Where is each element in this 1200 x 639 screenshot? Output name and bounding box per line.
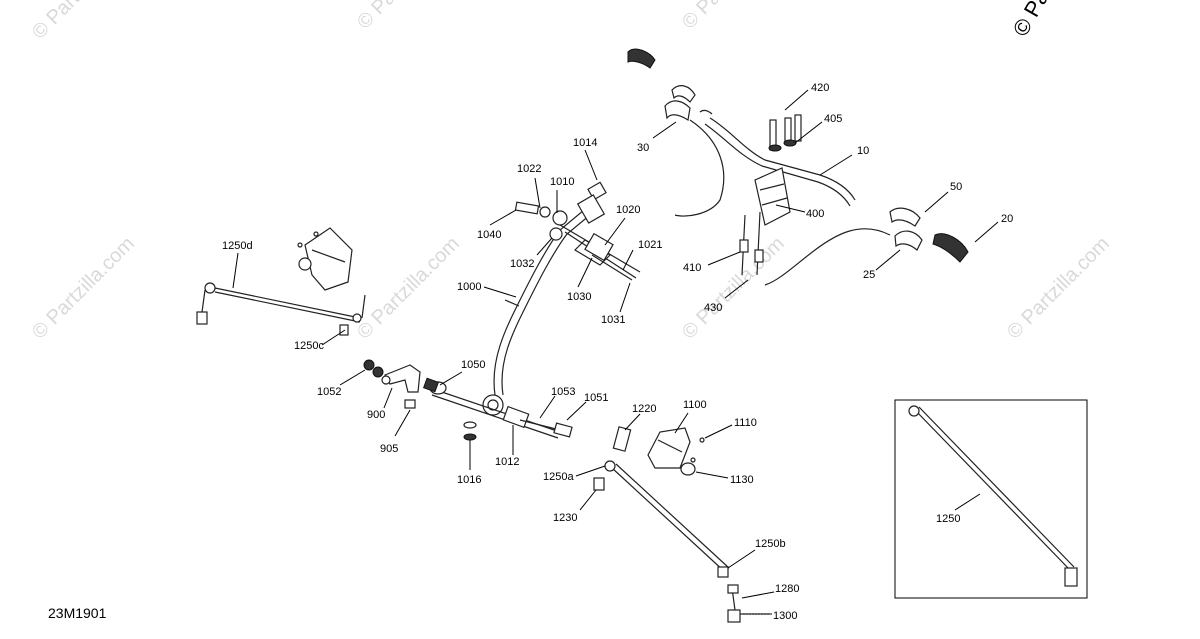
diagram-code: 23M1901	[48, 605, 107, 621]
callout-label: 1250b	[755, 538, 786, 550]
watermark: © Partzilla.com	[678, 233, 789, 344]
copyright-text: © Pa	[1008, 0, 1055, 40]
callout-label: 1031	[601, 314, 625, 326]
callout-label: 1250a	[543, 471, 574, 483]
callout-label: 1250c	[294, 340, 324, 352]
callout-label: 30	[637, 142, 649, 154]
parts-geometry	[196, 48, 1088, 623]
callout-label: 10	[857, 145, 869, 157]
callout-label: 1016	[457, 474, 481, 486]
inset-box	[894, 399, 1088, 599]
steering-column	[493, 204, 597, 396]
callout-label: 405	[824, 113, 842, 125]
callout-label: 410	[683, 262, 701, 274]
watermark: © Partzilla.com	[1003, 233, 1114, 344]
callout-label: 50	[950, 181, 962, 193]
callout-label: 1280	[775, 583, 799, 595]
watermark: © Partzilla.com	[28, 233, 139, 344]
callout-label: 1250d	[222, 240, 253, 252]
callout-label: 1130	[730, 474, 754, 486]
watermark: © Partzilla.com	[353, 233, 464, 344]
callout-label: 1022	[517, 163, 541, 175]
callout-label: 1250	[936, 513, 960, 525]
callout-label: 1032	[510, 258, 534, 270]
callout-label: 20	[1001, 213, 1013, 225]
callouts: 20 25 30 50 10 400 405 410 420 430 1000 …	[222, 82, 1013, 622]
callout-label: 1230	[553, 512, 577, 524]
callout-label: 1030	[567, 291, 591, 303]
watermark: © Partzilla.com	[353, 0, 464, 34]
callout-label: 1014	[573, 137, 597, 149]
watermark: © Partzilla.com	[678, 0, 789, 34]
leader-lines	[232, 89, 999, 615]
callout-label: 1010	[550, 176, 574, 188]
callout-label: 1021	[638, 239, 662, 251]
callout-label: 1020	[616, 204, 640, 216]
callout-label: 25	[863, 269, 875, 281]
callout-label: 905	[380, 443, 398, 455]
callout-label: 1053	[551, 386, 575, 398]
callout-label: 1050	[461, 359, 485, 371]
callout-label: 1052	[317, 386, 341, 398]
callout-label: 430	[704, 302, 722, 314]
callout-label: 1110	[734, 417, 757, 429]
callout-label: 420	[811, 82, 829, 94]
callout-label: 1300	[773, 610, 797, 622]
callout-label: 1100	[683, 399, 707, 411]
callout-label: 1040	[477, 229, 501, 241]
callout-label: 1012	[495, 456, 519, 468]
callout-label: 1051	[584, 392, 608, 404]
watermark: © Partzilla.com	[28, 0, 139, 44]
callout-label: 900	[367, 409, 385, 421]
callout-label: 400	[806, 208, 824, 220]
callout-label: 1220	[632, 403, 656, 415]
callout-label: 1000	[457, 281, 481, 293]
